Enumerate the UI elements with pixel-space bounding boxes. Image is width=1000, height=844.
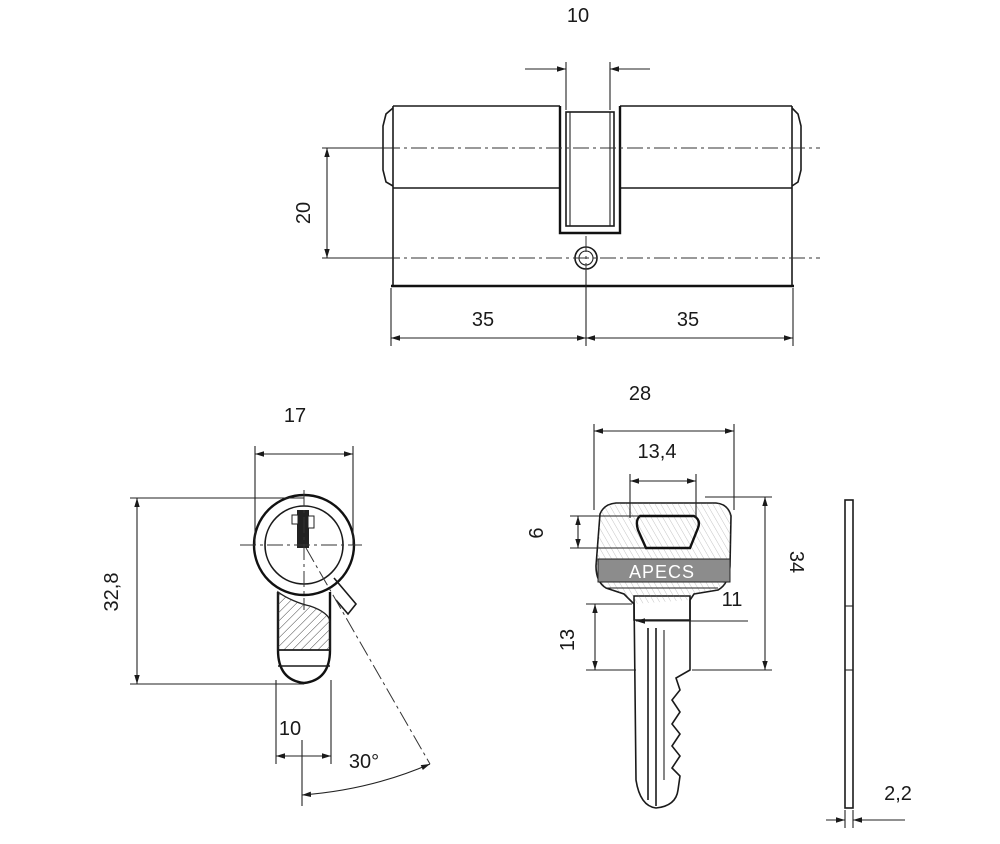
cylinder-side-view [240, 490, 431, 765]
dimension-cam-angle: 30° [301, 740, 431, 806]
dim-text-profile-height: 32,8 [101, 573, 123, 612]
dimension-cam-width: 10 [275, 680, 332, 764]
dimension-key-length: 34 [692, 496, 807, 671]
dimension-key-hole: 6 [526, 515, 646, 549]
dim-text-key-width: 28 [629, 383, 651, 405]
dimension-halves: 35 35 [390, 270, 794, 346]
dim-text-length: 34 [785, 551, 807, 573]
cylinder-front-view [330, 105, 820, 290]
dim-text-left: 35 [472, 309, 494, 331]
dim-text-thickness: 2,2 [884, 783, 912, 805]
dimension-profile-height: 32,8 [101, 497, 304, 685]
dimension-slot-width: 10 [525, 5, 650, 110]
dim-text-right: 35 [677, 309, 699, 331]
dimension-key-width: 28 [593, 383, 735, 510]
dimension-key-head-inner: 13,4 [629, 441, 697, 518]
dim-text-blade: 11 [722, 589, 743, 611]
dimension-key-thickness: 2,2 [826, 783, 912, 828]
dim-text-slot: 10 [567, 5, 589, 27]
dim-text-hole: 6 [526, 527, 548, 538]
dimension-key-shoulder: 13 [557, 603, 636, 671]
dim-text-shoulder: 13 [557, 629, 579, 651]
dimension-key-blade: 11 [636, 589, 748, 624]
dim-text-head-inner: 13,4 [638, 441, 677, 463]
dim-text-height: 20 [293, 202, 315, 224]
dim-text-angle: 30° [349, 751, 379, 773]
dimension-axis-distance: 20 [293, 147, 400, 259]
dim-text-profile-width: 17 [284, 405, 306, 427]
key-brand-logo: APECS [629, 562, 695, 582]
dimension-profile-width: 17 [254, 405, 354, 545]
key-drawing: APECS [595, 502, 732, 809]
dim-text-cam: 10 [279, 718, 301, 740]
key-edge-view [844, 499, 854, 809]
